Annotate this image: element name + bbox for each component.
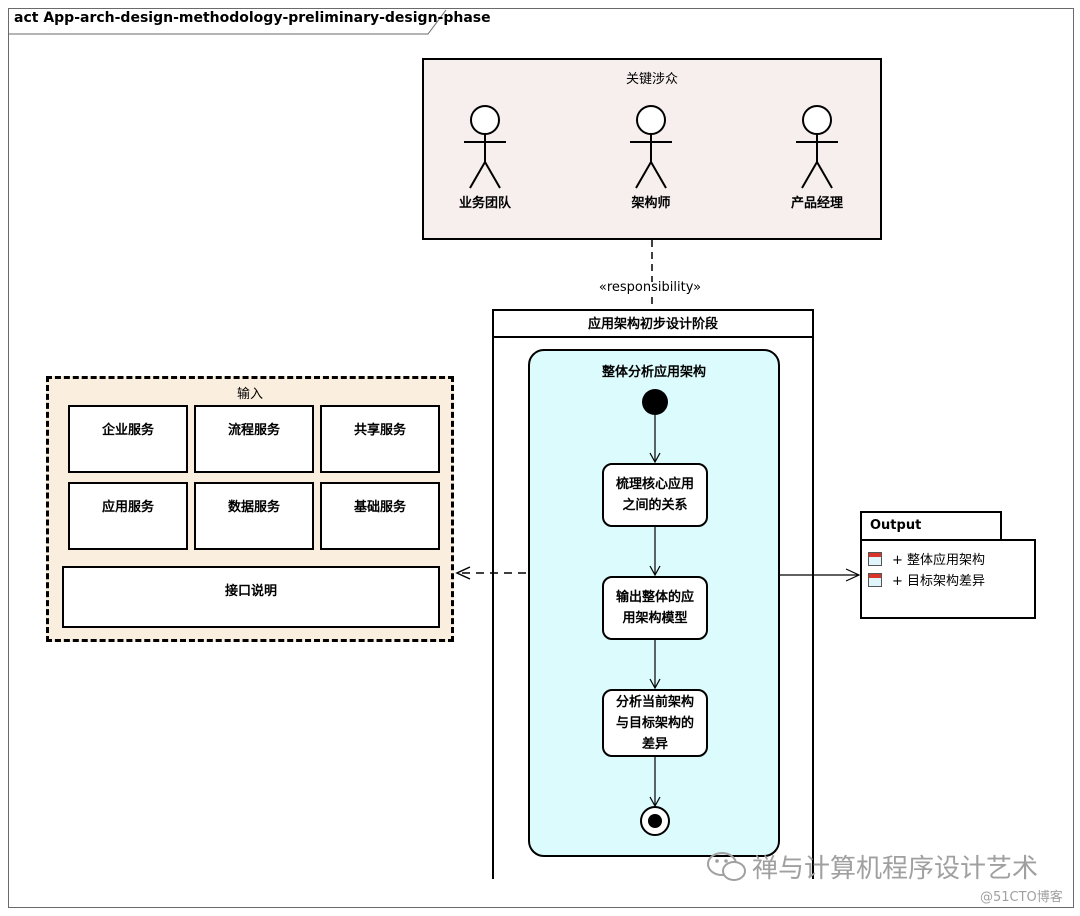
watermark-text: 禅与计算机程序设计艺术 [752, 854, 1039, 884]
service-data[interactable]: 数据服务 [194, 482, 314, 550]
activity-title: 整体分析应用架构 [601, 365, 706, 380]
output-item-1: + 整体应用架构 [868, 549, 985, 568]
output-title[interactable]: Output [860, 511, 1002, 541]
stakeholders-title: 关键涉众 [625, 72, 678, 87]
actor-business-team[interactable]: 业务团队 [430, 104, 540, 214]
actor-label: 业务团队 [458, 196, 511, 211]
output-package[interactable]: + 整体应用架构 + 目标架构差异 [860, 539, 1036, 619]
interface-description[interactable]: 接口说明 [62, 566, 440, 628]
service-enterprise[interactable]: 企业服务 [68, 405, 188, 473]
actor-icon [630, 105, 672, 189]
watermark-credit: @51CTO博客 [980, 890, 1063, 905]
output-arrowhead [845, 568, 861, 582]
flow-arrowhead [649, 452, 661, 464]
initial-node [642, 389, 668, 415]
action-node-2[interactable]: 输出整体的应用架构模型 [602, 576, 708, 640]
diagram-frame [8, 8, 1074, 908]
phase-partition[interactable]: 应用架构初步设计阶段 [492, 309, 814, 879]
action-node-3[interactable]: 分析当前架构与目标架构的差异 [602, 689, 708, 757]
actor-label: 架构师 [631, 196, 671, 211]
actor-icon [796, 105, 838, 189]
output-item-2: + 目标架构差异 [868, 570, 985, 589]
input-title: 输入 [236, 387, 263, 402]
service-infrastructure[interactable]: 基础服务 [320, 482, 440, 550]
wechat-icon [707, 852, 746, 881]
service-application[interactable]: 应用服务 [68, 482, 188, 550]
artifact-icon [868, 551, 882, 566]
frame-title: act App-arch-design-methodology-prelimin… [14, 10, 491, 26]
service-shared[interactable]: 共享服务 [320, 405, 440, 473]
output-item-label: + 目标架构差异 [892, 574, 986, 589]
final-node-center [648, 814, 662, 828]
actor-product-manager[interactable]: 产品经理 [762, 104, 872, 214]
output-item-label: + 整体应用架构 [892, 553, 986, 568]
flow-arrowhead [649, 565, 661, 577]
stakeholders-box[interactable]: 关键涉众 业务团队 架构师 产品经理 [422, 58, 882, 240]
input-arrowhead [455, 566, 471, 580]
service-process[interactable]: 流程服务 [194, 405, 314, 473]
actor-icon [464, 105, 506, 189]
flow-arrowhead [649, 678, 661, 690]
action-node-1[interactable]: 梳理核心应用之间的关系 [602, 463, 708, 527]
actor-architect[interactable]: 架构师 [596, 104, 706, 214]
actor-label: 产品经理 [790, 196, 843, 211]
artifact-icon [868, 572, 882, 587]
phase-title: 应用架构初步设计阶段 [494, 311, 812, 338]
responsibility-label: «responsibility» [598, 280, 702, 295]
